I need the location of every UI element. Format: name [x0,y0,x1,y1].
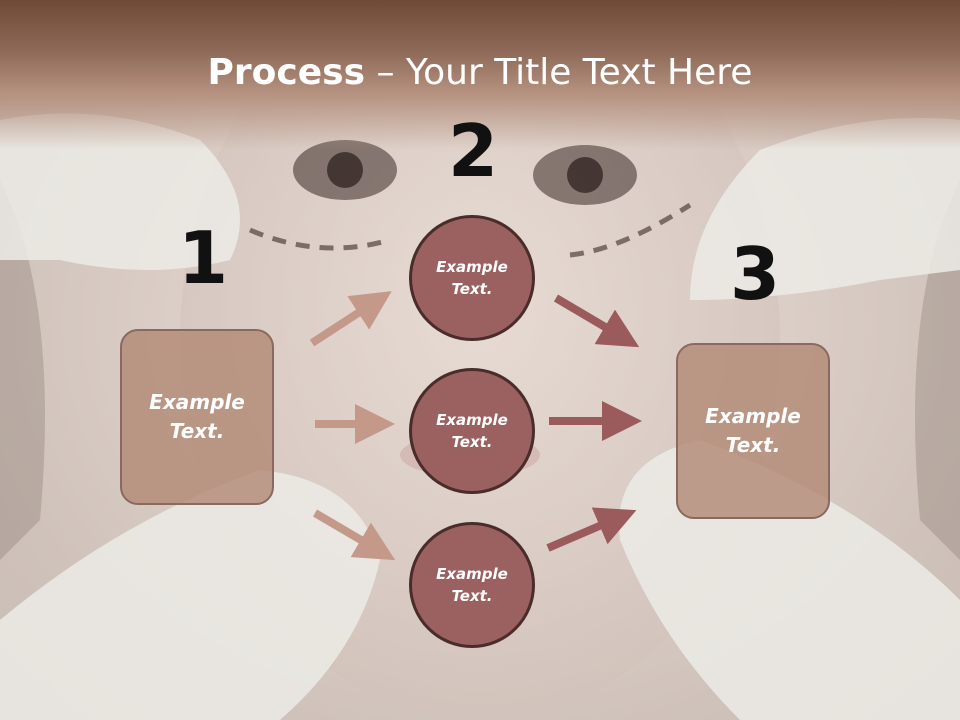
circle-middle-line1: Example [436,410,508,429]
step-number-1: 1 [178,216,229,300]
circle-top-line1: Example [436,257,508,276]
right-arrow-icon [553,294,640,348]
circle-top-line2: Text. [451,280,493,298]
right-box-line2: Text. [725,433,781,457]
title-bar [0,0,960,150]
left-box-line1: Example [149,390,245,414]
left-text-box: Example Text. [120,329,274,505]
right-box-line1: Example [705,404,801,428]
circle-bottom: Example Text. [409,522,535,648]
circle-middle-line2: Text. [451,433,493,451]
title-rest: – Your Title Text Here [365,52,753,93]
circle-top: Example Text. [409,215,535,341]
step-number-2: 2 [448,109,499,193]
right-arrow-icon [309,291,392,347]
right-text-box: Example Text. [676,343,830,519]
left-box-line2: Text. [169,419,225,443]
step-number-3: 3 [730,232,781,316]
title-bold: Process [207,52,366,93]
right-arrow-icon [546,507,637,552]
circle-middle: Example Text. [409,368,535,494]
right-arrow-icon [312,509,396,561]
circle-bottom-line1: Example [436,564,508,583]
circle-bottom-line2: Text. [451,587,493,605]
slide-title: Process – Your Title Text Here [0,52,960,93]
